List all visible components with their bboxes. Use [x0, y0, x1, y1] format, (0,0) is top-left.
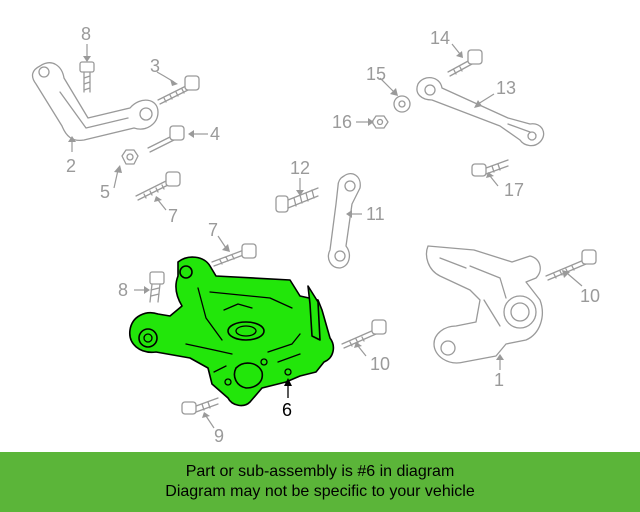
- banner-line-2: Diagram may not be specific to your vehi…: [165, 483, 475, 500]
- part-8-bolt-top[interactable]: [79, 61, 95, 93]
- part-16-nut[interactable]: [371, 115, 389, 129]
- part-12-bolt[interactable]: [275, 187, 319, 213]
- callout-8-lower: 8: [118, 280, 128, 300]
- callout-7-upper: 7: [168, 206, 178, 226]
- callout-3: 3: [150, 56, 160, 76]
- part-9-bolt[interactable]: [181, 397, 219, 415]
- callout-8-top: 8: [81, 24, 91, 44]
- leader-lines: [68, 43, 583, 429]
- callout-4: 4: [210, 124, 220, 144]
- part-1-knuckle[interactable]: [425, 245, 543, 364]
- banner-line-1: Part or sub-assembly is #6 in diagram: [185, 463, 455, 480]
- part-10-bolt-right[interactable]: [545, 249, 597, 281]
- part-13-link-arm[interactable]: [416, 77, 545, 147]
- callout-9: 9: [214, 426, 224, 446]
- part-8-bolt-lower[interactable]: [149, 271, 165, 303]
- part-4-bolt[interactable]: [147, 125, 185, 153]
- callout-14: 14: [430, 28, 450, 48]
- callout-7-lower: 7: [208, 220, 218, 240]
- info-banner: Part or sub-assembly is #6 in diagram Di…: [0, 452, 640, 512]
- callout-16: 16: [332, 112, 352, 132]
- part-15-washer[interactable]: [393, 95, 411, 113]
- parts-diagram: 8 3 4 2 5 7 14 15 16 13 17 12 11 7 8 10 …: [31, 24, 600, 446]
- part-7-bolt-upper[interactable]: [135, 171, 181, 201]
- callout-15: 15: [366, 64, 386, 84]
- part-7-bolt-lower[interactable]: [211, 243, 257, 267]
- part-5-nut[interactable]: [121, 149, 139, 165]
- callout-11: 11: [366, 204, 385, 224]
- part-6-subframe[interactable]: [129, 256, 335, 407]
- part-17-bolt[interactable]: [471, 159, 509, 177]
- part-2-control-arm[interactable]: [31, 62, 159, 142]
- callout-17: 17: [504, 180, 524, 200]
- callout-2: 2: [66, 156, 76, 176]
- callout-10-right: 10: [580, 286, 600, 306]
- callout-12: 12: [290, 158, 310, 178]
- callout-5: 5: [100, 182, 110, 202]
- callout-1: 1: [494, 370, 504, 390]
- callout-6: 6: [282, 400, 292, 420]
- part-10-bolt-center[interactable]: [341, 319, 387, 349]
- part-3-bolt[interactable]: [157, 75, 200, 105]
- callout-13: 13: [496, 78, 516, 98]
- callout-10-center: 10: [370, 354, 390, 374]
- part-11-toe-link[interactable]: [327, 173, 361, 269]
- part-14-bolt[interactable]: [447, 49, 483, 77]
